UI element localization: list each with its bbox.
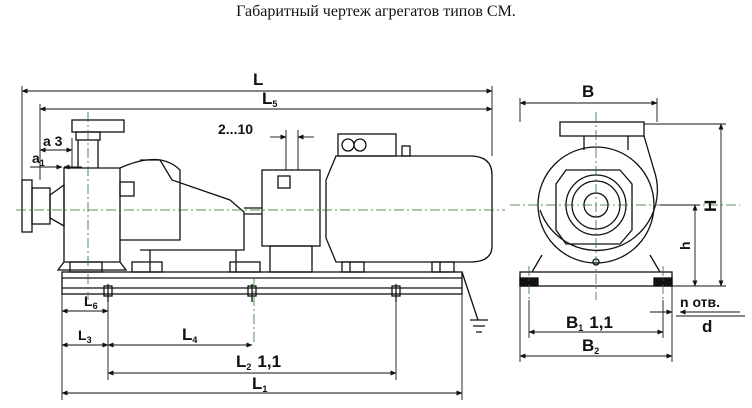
front-dimensions: [21, 86, 493, 400]
dim-label-a1: a1: [32, 150, 45, 168]
coupling-guard: [261, 169, 321, 273]
outlet-flange: [559, 121, 645, 137]
pump-inlet: [21, 179, 65, 233]
dim-label-h: h: [677, 241, 693, 250]
front-centre-lines: [16, 112, 505, 345]
volute-casing: [539, 135, 659, 252]
base-frame: [61, 271, 463, 295]
dim-label-L6: L6: [84, 293, 98, 311]
pump-casing: [56, 119, 181, 273]
bearing-bracket: [119, 159, 261, 273]
dim-label-gap: 2...10: [218, 121, 253, 137]
dim-label-L: L: [253, 70, 263, 89]
dim-label-B: B: [582, 82, 594, 101]
front-view: [21, 119, 493, 333]
dim-label-H: H: [701, 200, 720, 212]
dim-label-L1: L1: [252, 374, 267, 394]
dim-label-holes: n отв.: [680, 294, 720, 310]
dim-label-a3: a 3: [43, 133, 63, 149]
dim-label-L3: L3: [78, 327, 92, 345]
dim-label-L5: L5: [262, 89, 277, 109]
side-dimensions: [519, 98, 745, 362]
dim-label-d: d: [702, 317, 712, 336]
side-centre-lines: [510, 112, 740, 300]
anchor-bolts: [103, 271, 488, 333]
electric-motor: [325, 133, 493, 273]
dim-label-L4: L4: [182, 325, 197, 345]
drawing-title: Габаритный чертеж агрегатов типов СМ.: [236, 3, 516, 20]
dim-label-B2: B2: [582, 336, 599, 356]
